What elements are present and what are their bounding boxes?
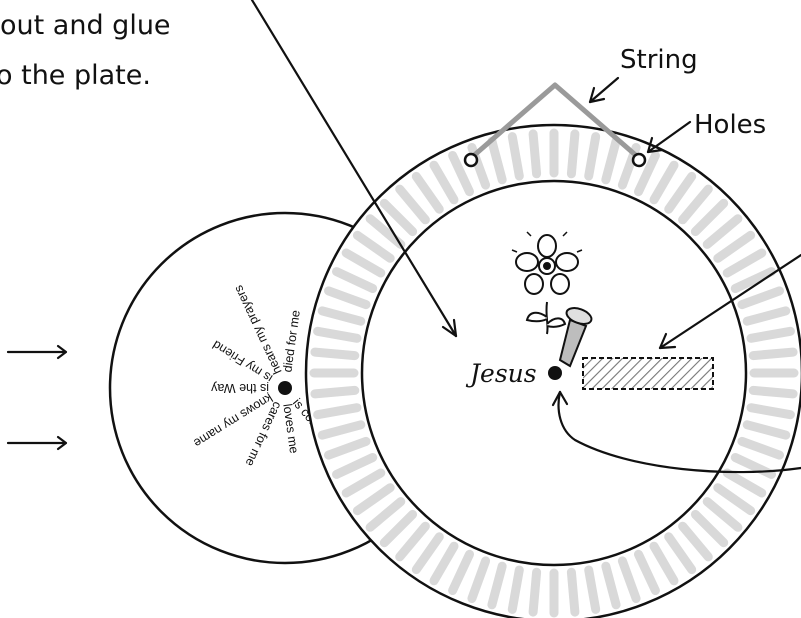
holes-arrow [648,122,690,152]
back-wheel-center-dot [278,381,292,395]
rim-stripe [315,352,355,356]
plate-center-dot [548,366,562,380]
hole-left [465,154,477,166]
label-string: String [620,45,698,75]
left-arrow-top [8,346,66,358]
hole-right [633,154,645,166]
instruction-line-2: o the plate. [0,60,151,91]
left-arrows [8,346,66,449]
wheel-phrase: is the Way [210,381,269,395]
instruction-line-1: out and glue [0,10,171,41]
rim-stripe [533,572,537,612]
rim-stripe [315,390,355,394]
label-holes: Holes [694,110,766,140]
rim-stripe [533,134,537,174]
left-arrow-bottom [8,437,66,449]
rim-stripe [571,572,575,612]
rim-stripe [571,134,575,174]
center-word: Jesus [465,359,537,388]
rim-stripe [753,352,793,356]
name-label-rectangle [583,358,713,389]
rim-stripe [753,390,793,394]
